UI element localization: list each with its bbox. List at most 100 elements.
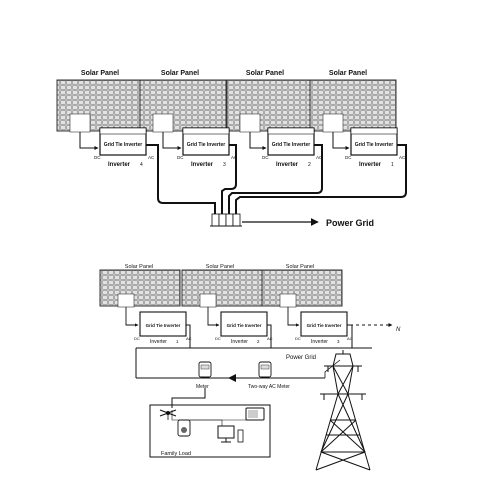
- family-load-label: Family Load: [161, 451, 191, 457]
- family-load-box: [149, 404, 271, 458]
- ac-combiner: [210, 213, 242, 227]
- ac-cables: [146, 144, 407, 214]
- inverter-caption: Inverter: [231, 339, 248, 345]
- power-grid-label: Power Grid: [286, 355, 316, 361]
- continuation-label: N: [396, 327, 401, 333]
- solar-panel-label: Solar Panel: [329, 70, 367, 77]
- solar-panel-label: Solar Panel: [246, 70, 284, 77]
- ac-cable-4: [235, 144, 407, 214]
- meter-2: Two-way AC Meter: [248, 361, 290, 390]
- inverter-caption: Inverter: [359, 162, 382, 168]
- ac-label: AC: [231, 155, 238, 160]
- solar-panel-icon: [99, 269, 181, 307]
- inverter-caption: Inverter: [108, 162, 131, 168]
- inverter-box-label: Grid Tie Inverter: [307, 323, 342, 328]
- inverter-number: 1: [391, 162, 394, 168]
- bottom-solar-panel-3: Solar Panel: [261, 264, 343, 308]
- inverter-box-label: Grid Tie Inverter: [187, 142, 226, 148]
- dc-label: DC: [94, 155, 101, 160]
- microwave-icon: [245, 407, 265, 421]
- ac-cable-2: [221, 144, 237, 214]
- inverter-caption: Inverter: [150, 339, 167, 345]
- house-feed: [171, 388, 206, 408]
- ac-bus: [135, 324, 372, 378]
- inverter-number: 4: [140, 162, 143, 168]
- inverter-number: 3: [223, 162, 226, 168]
- bottom-inverter-1: Grid Tie Inverter DC AC Inverter 1: [125, 307, 192, 345]
- inverter-caption: Inverter: [276, 162, 299, 168]
- inverter-box-label: Grid Tie Inverter: [146, 323, 181, 328]
- ac-label: AC: [316, 155, 323, 160]
- top-inverter-1: Grid Tie Inverter DC AC Inverter 4: [79, 127, 155, 168]
- ac-cable-1: [146, 144, 216, 214]
- inverter-box: [139, 311, 187, 337]
- solar-panel-label: Solar Panel: [161, 70, 199, 77]
- ac-label: AC: [267, 336, 273, 341]
- family-load: Family Load: [149, 404, 271, 458]
- inverter-number: 2: [308, 162, 311, 168]
- inverter-box: [300, 311, 348, 337]
- meter-1: Meter: [196, 361, 212, 390]
- inverter-box-label: Grid Tie Inverter: [227, 323, 262, 328]
- ac-label: AC: [186, 336, 192, 341]
- ac-label: AC: [148, 155, 155, 160]
- fan-icon: [159, 409, 177, 420]
- inverter-box-label: Grid Tie Inverter: [355, 142, 394, 148]
- inverter-caption: Inverter: [311, 339, 328, 345]
- dc-label: DC: [134, 336, 140, 341]
- top-inverter-4: Grid Tie Inverter DC AC Inverter 1: [332, 127, 406, 168]
- electric-meter-icon: [198, 361, 212, 378]
- dc-wire: [125, 307, 139, 327]
- two-way-meter-label: Two-way AC Meter: [248, 384, 290, 390]
- dc-wire: [332, 132, 350, 150]
- dc-wire: [287, 307, 300, 327]
- bottom-solar-panel-2: Solar Panel: [181, 264, 263, 308]
- ac-label: AC: [399, 155, 406, 160]
- top-solar-panel-1: Solar Panel: [56, 70, 144, 133]
- top-solar-panel-2: Solar Panel: [139, 70, 227, 133]
- dc-wire: [249, 132, 267, 150]
- meter-label: Meter: [196, 384, 209, 390]
- rice-cooker-icon: [177, 419, 191, 437]
- solar-panel-label: Solar Panel: [81, 70, 119, 77]
- dc-label: DC: [295, 336, 301, 341]
- solar-panel-label: Solar Panel: [286, 264, 314, 270]
- top-inverter-3: Grid Tie Inverter DC AC Inverter 2: [249, 127, 323, 168]
- flow-arrow: [228, 374, 236, 382]
- panel-junction-box: [322, 113, 344, 133]
- electric-meter-icon: [258, 361, 272, 378]
- top-solar-panel-3: Solar Panel: [226, 70, 314, 133]
- top-system: Solar Panel Solar Panel Solar Panel Sola…: [56, 70, 407, 228]
- panel-junction-box: [152, 113, 174, 133]
- inverter-box-label: Grid Tie Inverter: [104, 142, 143, 148]
- top-inverter-2: Grid Tie Inverter DC AC Inverter 3: [162, 127, 238, 168]
- dc-wire: [79, 132, 99, 150]
- inverter-number: 2: [257, 339, 260, 344]
- dc-wire: [207, 307, 220, 327]
- solar-panel-icon: [181, 269, 263, 307]
- bottom-inverter-2: Grid Tie Inverter DC AC Inverter 2: [207, 307, 273, 345]
- panel-junction-box: [239, 113, 261, 133]
- transmission-tower-icon: [315, 350, 371, 471]
- inverter-box-label: Grid Tie Inverter: [272, 142, 311, 148]
- ac-label: AC: [347, 336, 353, 341]
- top-solar-panel-4: Solar Panel: [309, 70, 397, 133]
- computer-icon: [217, 425, 244, 443]
- dc-label: DC: [215, 336, 221, 341]
- dc-label: DC: [345, 155, 352, 160]
- panel-junction-box: [69, 113, 91, 133]
- inverter-caption: Inverter: [191, 162, 214, 168]
- dc-label: DC: [262, 155, 269, 160]
- solar-panel-label: Solar Panel: [125, 264, 153, 270]
- dc-label: DC: [177, 155, 184, 160]
- solar-panel-label: Solar Panel: [206, 264, 234, 270]
- inverter-number: 3: [337, 339, 340, 344]
- tower-wire: [324, 359, 341, 378]
- solar-panel-icon: [261, 269, 343, 307]
- bottom-solar-panel-1: Solar Panel: [99, 264, 181, 308]
- dc-wire: [162, 132, 182, 150]
- inverter-box: [220, 311, 268, 337]
- inverter-number: 1: [176, 339, 179, 344]
